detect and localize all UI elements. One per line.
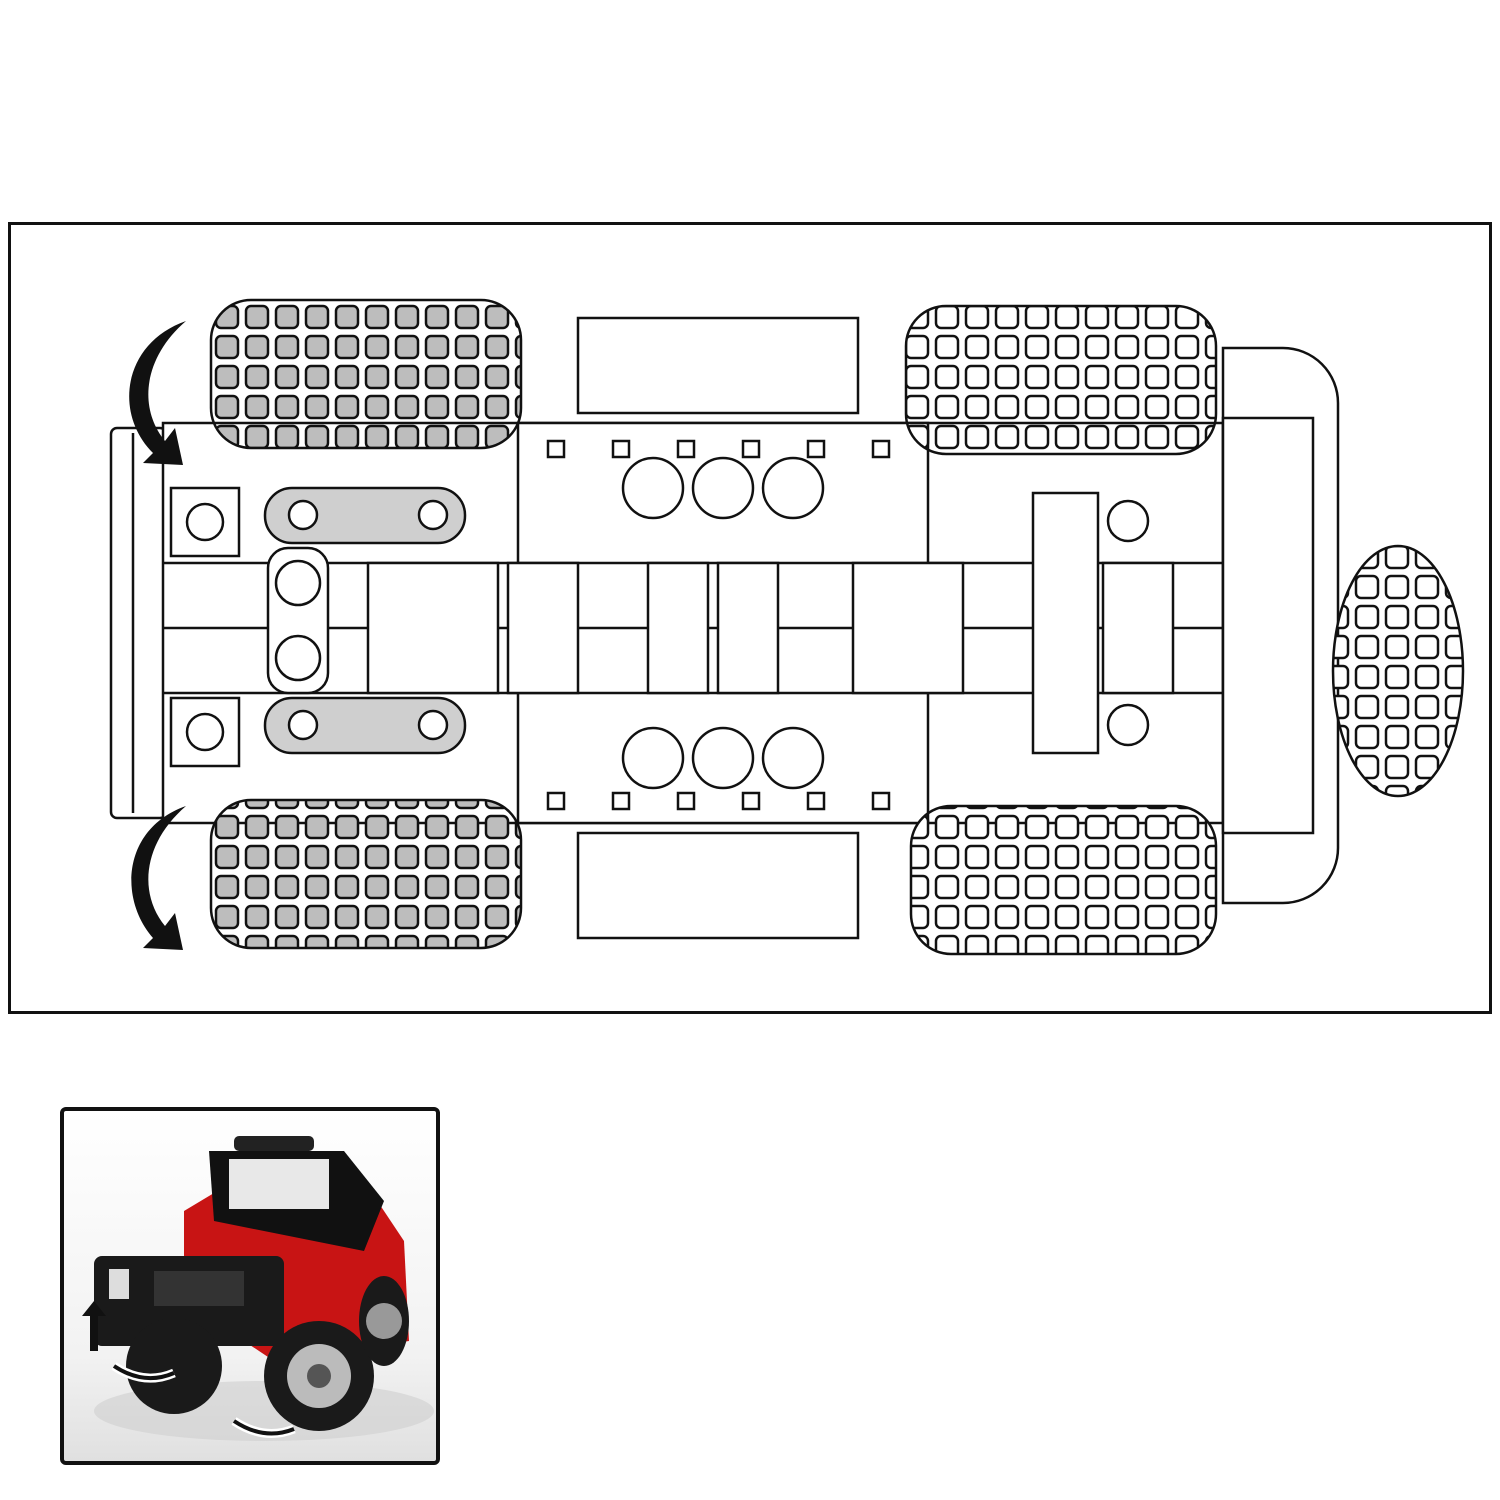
instruction-step-frame bbox=[8, 222, 1492, 1014]
stud-row bbox=[546, 439, 891, 811]
spare-tire bbox=[1331, 544, 1465, 798]
front-tire-bottom bbox=[209, 798, 523, 950]
arrow-up-icon bbox=[82, 1301, 106, 1351]
rear-tire-bottom bbox=[909, 804, 1218, 956]
steering-links bbox=[263, 486, 467, 755]
curved-arrow-icon bbox=[129, 321, 186, 950]
rear-tire-top bbox=[904, 304, 1218, 456]
front-tire-top bbox=[209, 298, 523, 450]
vehicle-underside-diagram bbox=[109, 298, 1465, 956]
front-bumper bbox=[109, 426, 168, 820]
assembled-model-preview bbox=[60, 1107, 440, 1465]
